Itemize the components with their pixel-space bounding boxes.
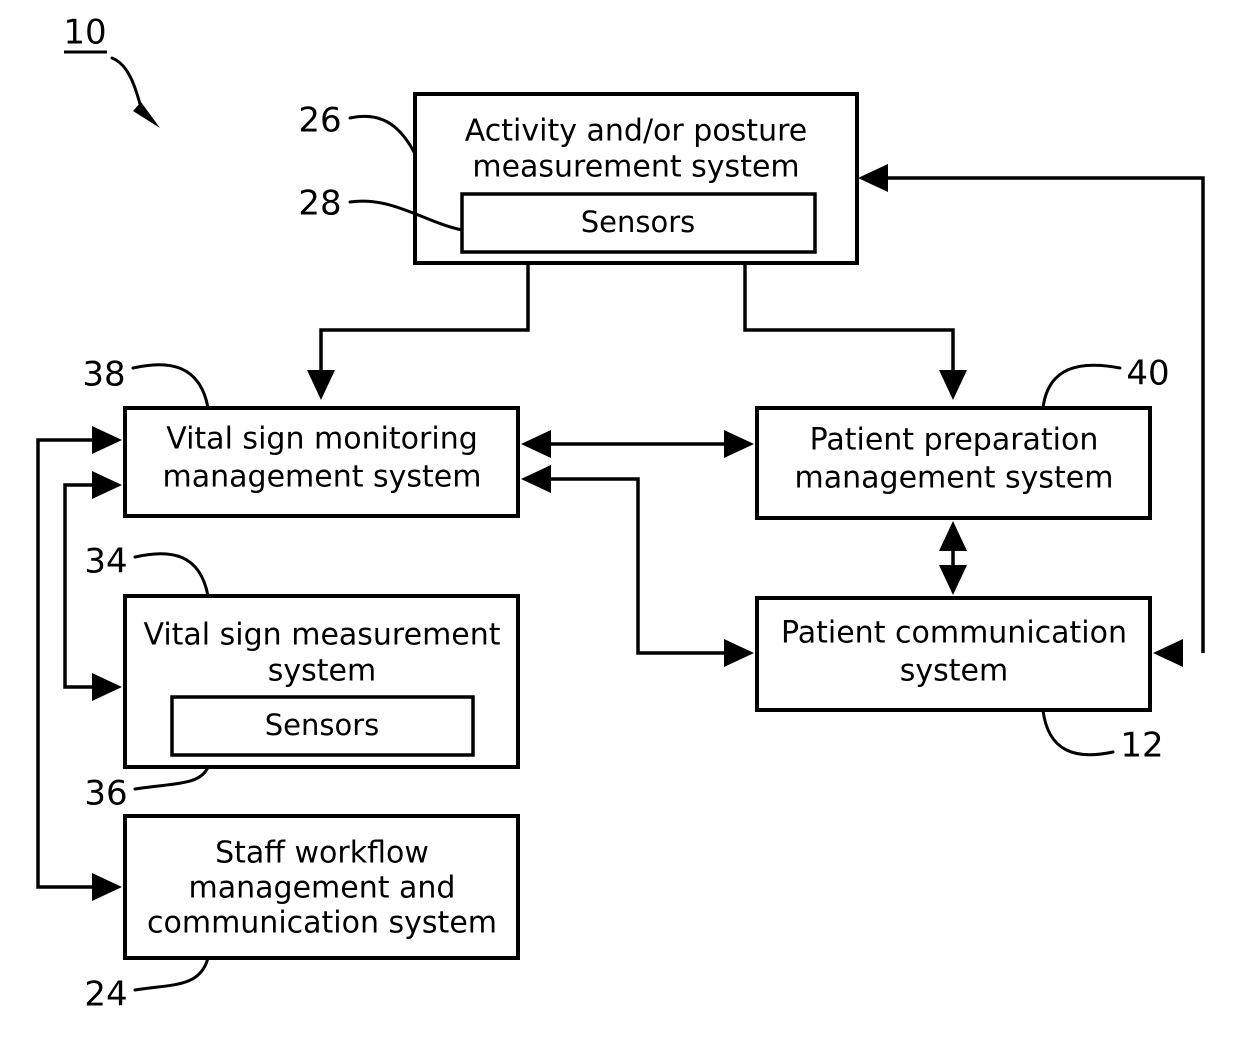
ref-34-label: 34 <box>84 542 127 582</box>
arrowhead-down-vital-monitoring <box>307 370 335 400</box>
patient-communication-label-line2: system <box>900 654 1008 689</box>
patient-preparation-label-line1: Patient preparation <box>810 423 1099 458</box>
activity-sensors-box-outline <box>460 192 817 254</box>
ref-12-label: 12 <box>1120 726 1163 766</box>
figure-leader-line <box>110 56 142 106</box>
vital-sign-monitoring-label-line2: management system <box>163 460 482 495</box>
connector-communication-to-activity-feedback <box>858 164 1205 667</box>
patient-preparation-box-outline <box>755 406 1152 520</box>
vital-sign-sensors-box-outline <box>170 695 475 757</box>
arrowhead-right-to-monitoring-outer <box>92 426 122 454</box>
patient-communication-label-line1: Patient communication <box>781 616 1127 651</box>
ref-28-label: 28 <box>298 184 341 224</box>
arrowhead-down-patient-preparation <box>939 370 967 400</box>
ref-36-label: 36 <box>84 774 127 814</box>
vital-sign-monitoring-box-outline <box>123 406 520 518</box>
ref-26-label: 26 <box>298 101 341 141</box>
ref-24-leader <box>133 956 210 992</box>
ref-38-leader <box>131 363 210 410</box>
block-staff-workflow-management-and-communication-system[interactable]: Staff workflow management and communicat… <box>123 814 520 960</box>
connector-monitoring-preparation-bidirectional <box>521 430 754 458</box>
connector-left-outer-loop-staff-workflow <box>36 426 122 901</box>
activity-sensors-label: Sensors <box>581 205 696 239</box>
connector-activity-to-vital-sign-monitoring <box>307 263 530 400</box>
ref-28-leader <box>348 199 464 232</box>
activity-box-label-line2: measurement system <box>472 150 799 185</box>
ref-34-callout: 34 <box>84 542 210 598</box>
ref-24-label: 24 <box>84 975 127 1015</box>
arrowhead-right-to-preparation <box>724 430 754 458</box>
ref-40-label: 40 <box>1126 354 1169 394</box>
patient-preparation-label-line2: management system <box>795 461 1114 496</box>
ref-12-callout: 12 <box>1041 708 1164 766</box>
connector-left-inner-loop-vital-sign-measurement <box>63 471 122 701</box>
arrowhead-left-to-communication-feedback <box>1153 639 1183 667</box>
ref-26-leader <box>348 114 416 154</box>
ref-36-callout: 36 <box>84 765 210 814</box>
patient-communication-box-outline <box>755 596 1152 712</box>
ref-40-leader <box>1041 363 1122 410</box>
ref-24-callout: 24 <box>84 956 210 1015</box>
staff-workflow-label-line1: Staff workflow <box>215 836 429 871</box>
staff-workflow-label-line2: management and <box>189 871 456 906</box>
connector-activity-to-patient-preparation <box>743 263 967 400</box>
vital-sign-monitoring-label-line1: Vital sign monitoring <box>166 422 478 457</box>
vital-sign-measurement-label-line1: Vital sign measurement <box>143 618 500 653</box>
ref-12-leader <box>1041 708 1115 757</box>
block-vital-sign-measurement-system[interactable]: Vital sign measurement system Sensors <box>123 594 520 769</box>
ref-36-leader <box>133 765 210 791</box>
ref-26-callout: 26 <box>298 101 416 154</box>
connector-preparation-communication-bidirectional <box>939 521 967 595</box>
activity-box-label-line1: Activity and/or posture <box>465 114 807 149</box>
ref-38-label: 38 <box>82 355 125 395</box>
ref-34-leader <box>133 552 210 598</box>
block-patient-communication-system[interactable]: Patient communication system <box>755 596 1152 712</box>
ref-38-callout: 38 <box>82 355 210 410</box>
arrowhead-right-to-monitoring-inner <box>92 471 122 499</box>
arrowhead-left-to-monitoring-secondary <box>521 465 551 493</box>
figure-leader-arrowhead <box>133 102 160 128</box>
ref-28-callout: 28 <box>298 184 464 232</box>
vital-sign-sensors-label: Sensors <box>265 708 380 742</box>
figure-number-10: 10 <box>63 13 160 128</box>
block-vital-sign-monitoring-management-system[interactable]: Vital sign monitoring management system <box>123 406 520 518</box>
arrowhead-left-to-activity <box>858 164 888 192</box>
arrowhead-right-to-staff-workflow <box>92 873 122 901</box>
arrowhead-up-to-preparation <box>939 521 967 551</box>
ref-40-callout: 40 <box>1041 354 1170 410</box>
staff-workflow-label-line3: communication system <box>147 906 497 941</box>
vital-sign-measurement-label-line2: system <box>268 654 376 689</box>
arrowhead-left-to-monitoring <box>521 430 551 458</box>
block-activity-posture-measurement-system[interactable]: Activity and/or posture measurement syst… <box>413 92 859 265</box>
connector-branch-to-monitoring-and-communication <box>521 465 754 667</box>
staff-workflow-box-outline <box>123 814 520 960</box>
arrowhead-right-to-measurement <box>92 673 122 701</box>
block-patient-preparation-management-system[interactable]: Patient preparation management system <box>755 406 1152 520</box>
figure-number-label: 10 <box>63 13 106 53</box>
arrowhead-down-to-communication <box>939 565 967 595</box>
arrowhead-right-to-communication <box>724 639 754 667</box>
